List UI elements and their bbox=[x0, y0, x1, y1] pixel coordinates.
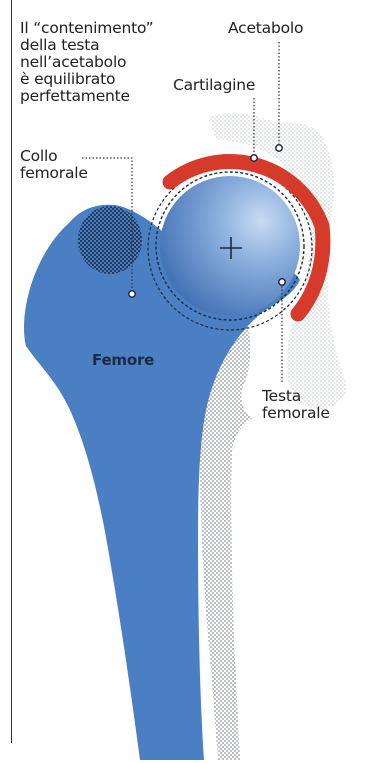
testa-marker bbox=[279, 279, 285, 285]
intro-line-5: perfettamente bbox=[20, 88, 180, 105]
femoral-head bbox=[160, 176, 300, 316]
intro-line-1: Il “contenimento” bbox=[20, 20, 180, 37]
femore-label: Femore bbox=[92, 352, 154, 369]
acetabolo-label: Acetabolo bbox=[228, 20, 303, 37]
intro-caption: Il “contenimento” della testa nell’aceta… bbox=[20, 20, 180, 105]
cartilagine-marker bbox=[251, 155, 257, 161]
greater-trochanter-stipple bbox=[78, 206, 142, 274]
collo-label-line-1: Collo bbox=[20, 148, 88, 165]
acetabolo-marker bbox=[276, 145, 282, 151]
testa-femorale-label: Testa femorale bbox=[262, 388, 330, 422]
testa-label-line-2: femorale bbox=[262, 405, 330, 422]
testa-label-line-1: Testa bbox=[262, 388, 330, 405]
collo-marker bbox=[129, 291, 135, 297]
intro-line-4: è equilibrato bbox=[20, 71, 180, 88]
collo-label-line-2: femorale bbox=[20, 165, 88, 182]
intro-line-2: della testa bbox=[20, 37, 180, 54]
collo-femorale-label: Collo femorale bbox=[20, 148, 88, 182]
cartilagine-label: Cartilagine bbox=[173, 77, 255, 94]
intro-line-3: nell’acetabolo bbox=[20, 54, 180, 71]
